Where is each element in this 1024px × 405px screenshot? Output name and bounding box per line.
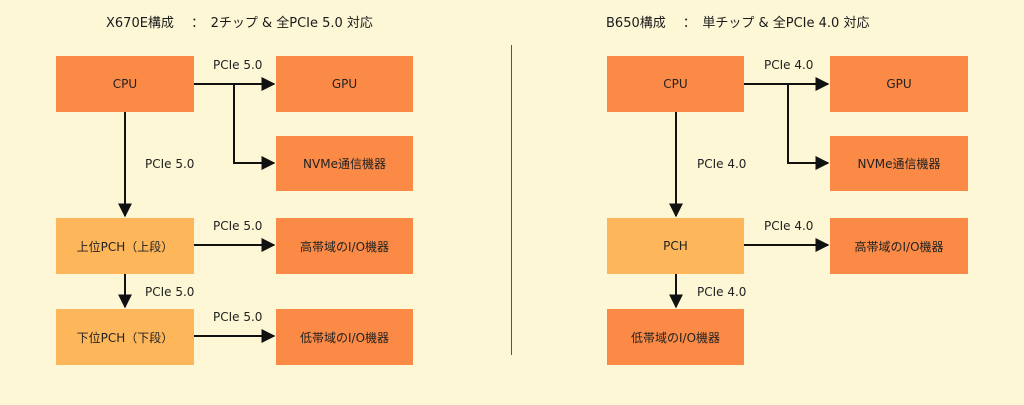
left-lowband-io-box: 低帯域のI/O機器 (276, 309, 413, 365)
left-gpu-box: GPU (276, 56, 413, 112)
right-nvme-box: NVMe通信機器 (830, 136, 968, 191)
right-cpu-nvme-arrow (787, 84, 830, 170)
left-cpu-gpu-label: PCIe 5.0 (213, 58, 263, 72)
left-cpu-pch-label: PCIe 5.0 (145, 157, 195, 171)
left-pch-ls-label: PCIe 5.0 (213, 310, 263, 324)
left-nvme-box: NVMe通信機器 (276, 136, 413, 191)
right-cpu-pch-label: PCIe 4.0 (697, 157, 747, 171)
left-diagram-title: X670E構成 ： 2チップ & 全PCIe 5.0 対応 (106, 16, 373, 31)
right-pch-ls-label: PCIe 4.0 (697, 285, 747, 299)
right-gpu-box: GPU (830, 56, 968, 112)
left-pch-hs-label: PCIe 5.0 (213, 219, 263, 233)
right-lowband-io-box: 低帯域のI/O機器 (607, 309, 744, 365)
left-cpu-box: CPU (56, 56, 194, 112)
right-cpu-box: CPU (607, 56, 744, 112)
left-pch-pch-label: PCIe 5.0 (145, 285, 195, 299)
right-cpu-gpu-label: PCIe 4.0 (764, 58, 814, 72)
right-highband-io-box: 高帯域のI/O機器 (830, 218, 968, 274)
left-upper-pch-box: 上位PCH（上段） (56, 218, 194, 274)
right-pch-box: PCH (607, 218, 744, 274)
right-pch-hs-label: PCIe 4.0 (764, 219, 814, 233)
diagram-divider (511, 45, 512, 355)
right-diagram-title: B650構成 ： 単チップ & 全PCIe 4.0 対応 (606, 16, 870, 31)
left-lower-pch-box: 下位PCH（下段） (56, 309, 194, 365)
left-highband-io-box: 高帯域のI/O機器 (276, 218, 413, 274)
left-cpu-nvme-arrow (233, 84, 276, 170)
